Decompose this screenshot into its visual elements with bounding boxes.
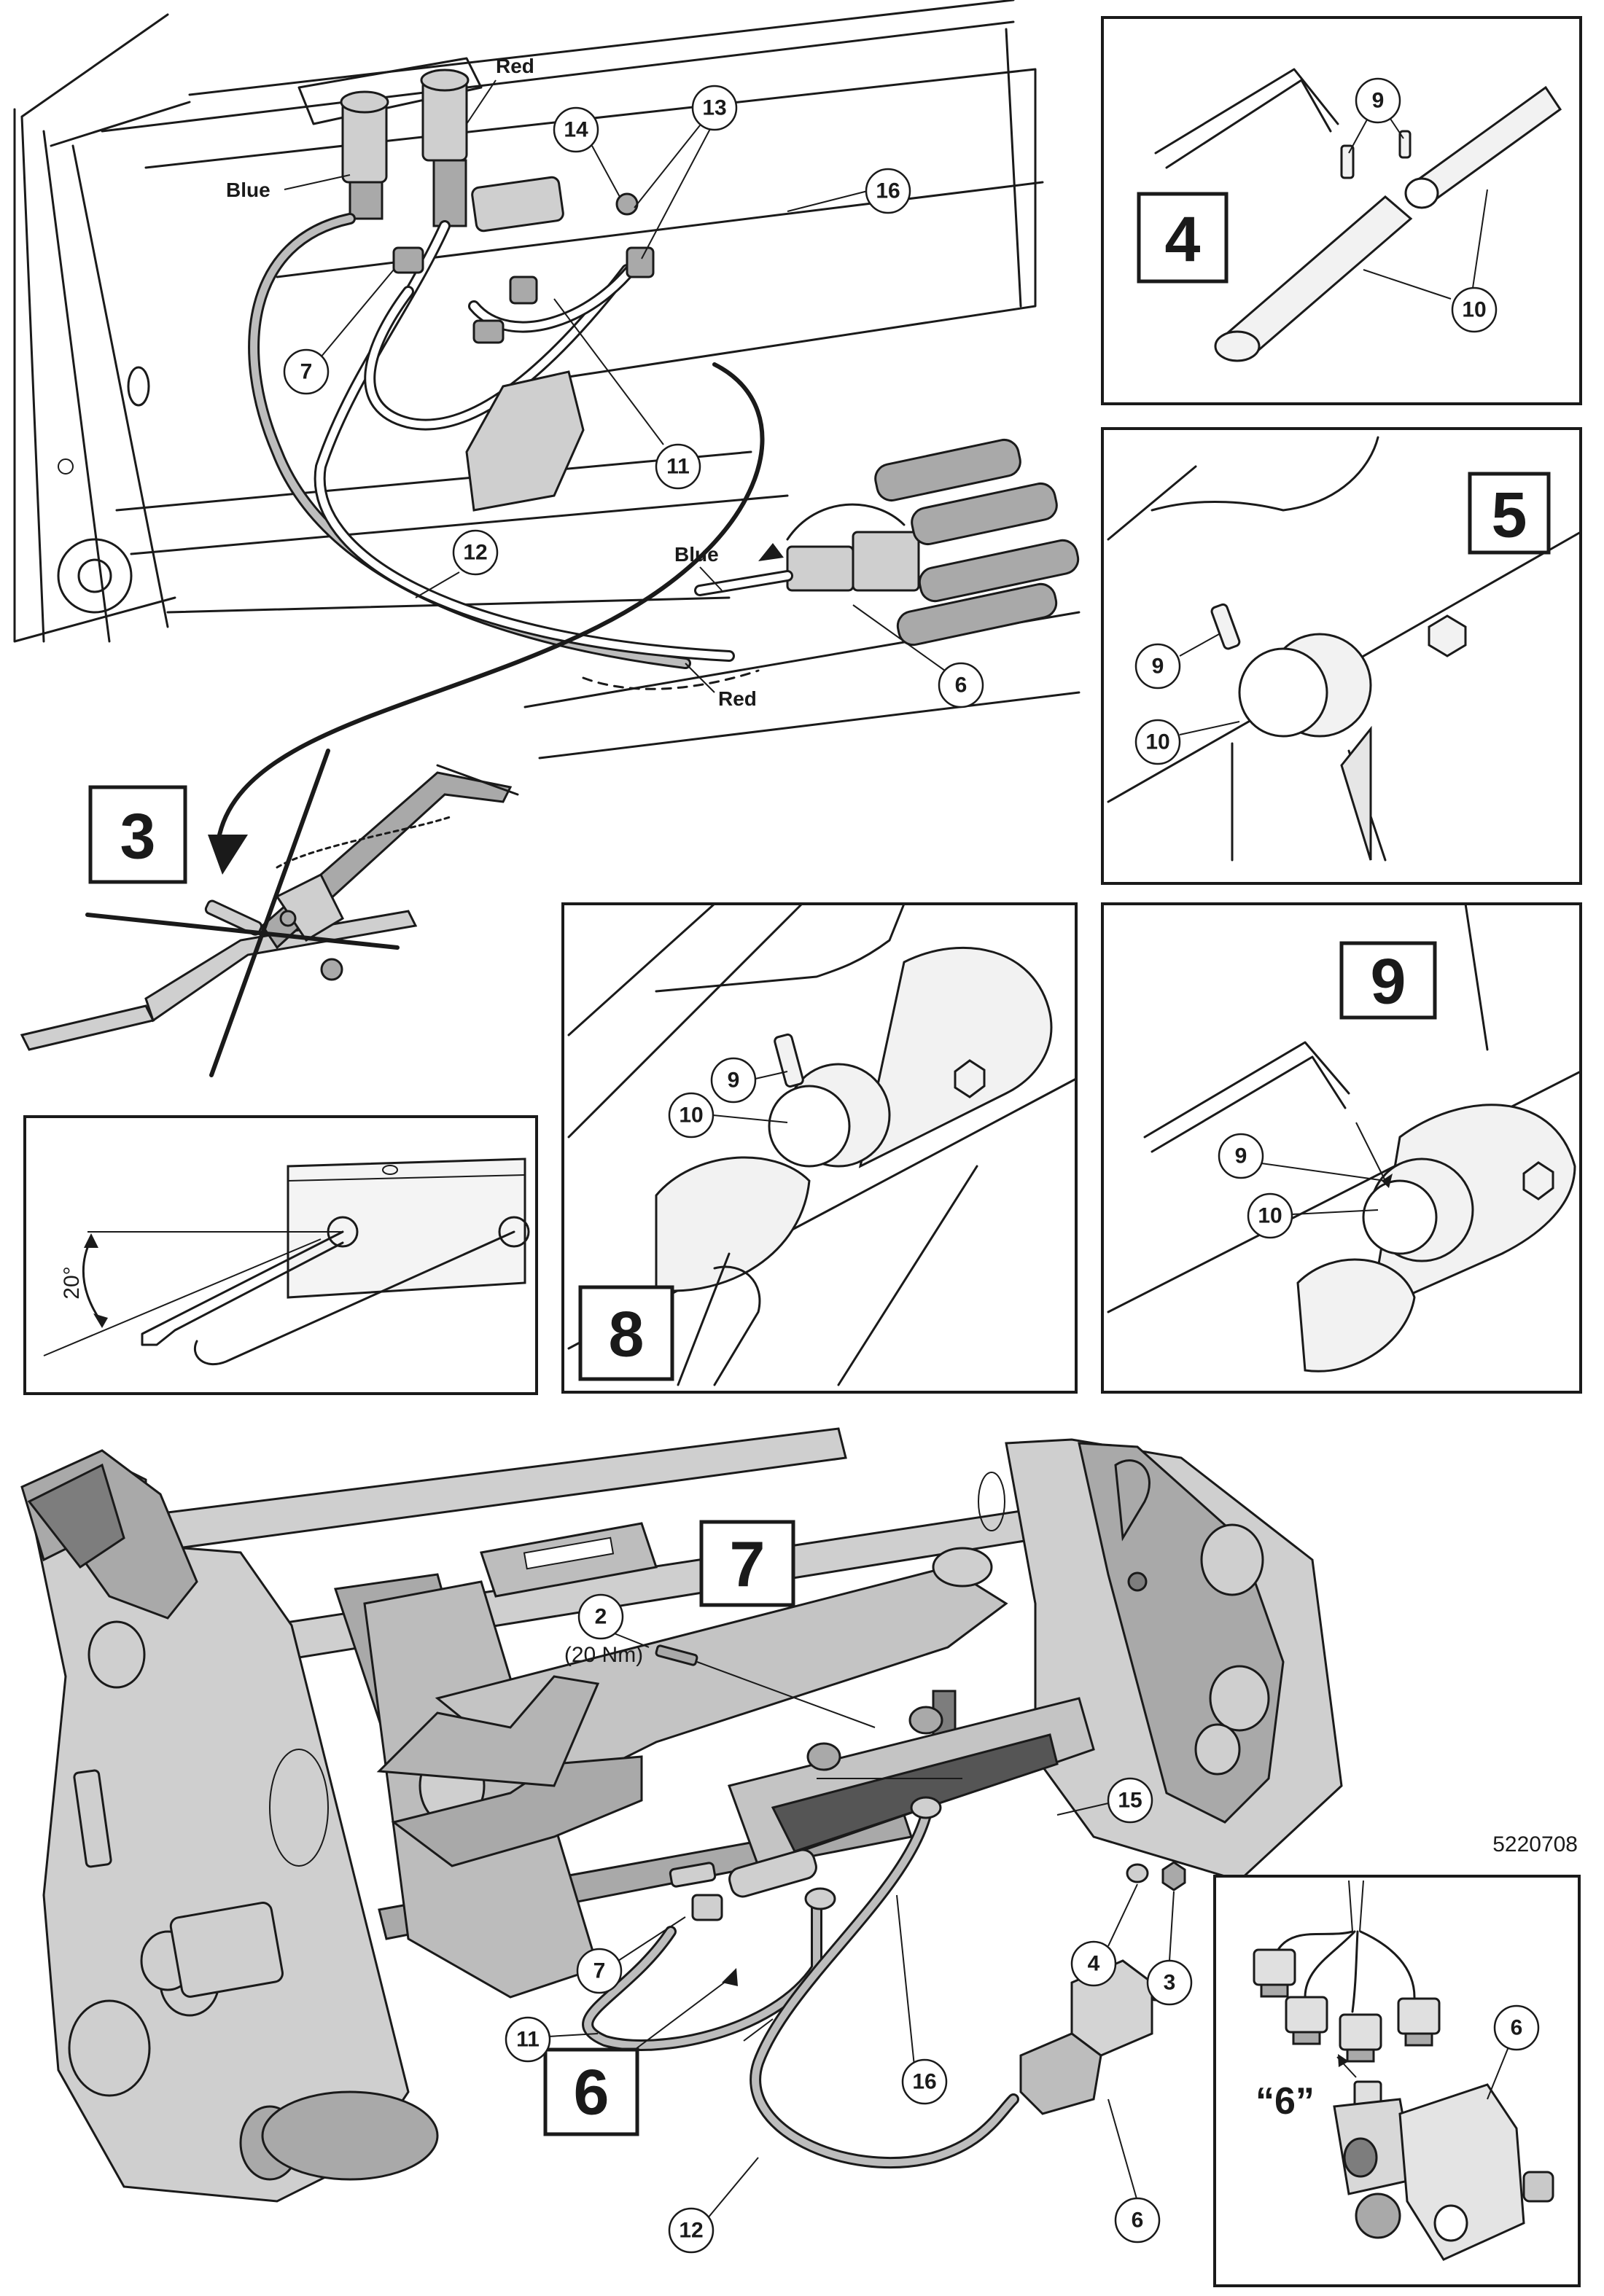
callout-7-bottom: 7 <box>576 1916 686 1994</box>
callout-11-bottom: 11 <box>505 2016 599 2063</box>
svg-text:16: 16 <box>912 2070 936 2094</box>
connector-plug-3 <box>1339 2013 1382 2063</box>
callout-13: 13 <box>634 85 738 259</box>
step-8-box: 8 <box>578 1285 674 1381</box>
callout-8-10: 10 <box>668 1092 788 1139</box>
exploded-frame-assembly <box>20 1427 1343 2203</box>
connector-plug-1 <box>1253 1948 1296 1998</box>
drawing-number: 5220708 <box>1492 1832 1578 1856</box>
svg-text:10: 10 <box>1258 1204 1282 1228</box>
callout-16-top: 16 <box>787 168 911 214</box>
valve-block-top <box>694 438 1080 647</box>
svg-text:6: 6 <box>1511 2016 1523 2040</box>
svg-text:15: 15 <box>1118 1789 1142 1813</box>
svg-text:9: 9 <box>1152 655 1164 679</box>
callout-9-9: 9 <box>1218 1133 1386 1182</box>
quick-coupler-red <box>420 69 470 227</box>
callout-7-top: 7 <box>283 269 394 395</box>
svg-text:6: 6 <box>1132 2209 1144 2233</box>
callout-14: 14 <box>553 106 620 198</box>
svg-text:9: 9 <box>1371 945 1406 1018</box>
callout-12-bottom: 12 <box>668 2157 759 2254</box>
red-hose-label-2: Red <box>718 687 757 710</box>
svg-text:7: 7 <box>300 360 313 384</box>
callout-15: 15 <box>1056 1777 1153 1824</box>
callout-5-10: 10 <box>1134 719 1240 765</box>
step-9-box: 9 <box>1339 941 1437 1020</box>
step-7-box: 7 <box>699 1520 795 1607</box>
torque-spec: (20 Nm) <box>564 1643 643 1667</box>
callout-9-10: 10 <box>1247 1192 1379 1239</box>
svg-text:7: 7 <box>593 1959 606 1983</box>
step-5-panel: 9 10 <box>1101 427 1582 885</box>
svg-text:6: 6 <box>955 673 968 698</box>
svg-text:3: 3 <box>120 800 156 872</box>
callout-6-inset: 6 <box>1487 2004 1540 2100</box>
callout-6-top: 6 <box>852 604 984 708</box>
connector-plug-4 <box>1397 1997 1441 2047</box>
callout-4-bottom: 4 <box>1070 1883 1138 1987</box>
blue-hose-label-2: Blue <box>674 543 719 566</box>
svg-text:5: 5 <box>1492 479 1527 551</box>
svg-text:11: 11 <box>666 455 690 479</box>
svg-text:14: 14 <box>564 118 588 142</box>
callout-4-10: 10 <box>1363 189 1498 333</box>
svg-text:4: 4 <box>1088 1952 1100 1976</box>
red-hose-label: Red <box>496 55 534 77</box>
svg-text:2: 2 <box>595 1605 607 1629</box>
callout-2: 2 <box>577 1593 650 1648</box>
svg-text:11: 11 <box>516 2028 540 2052</box>
callout-6-bottom: 6 <box>1107 2098 1161 2244</box>
svg-text:3: 3 <box>1164 1971 1176 1995</box>
step-4-box: 4 <box>1137 192 1229 284</box>
svg-text:10: 10 <box>1462 298 1486 322</box>
callout-11-top: 11 <box>553 298 701 490</box>
svg-text:12: 12 <box>679 2219 703 2243</box>
callout-8-9: 9 <box>710 1057 788 1104</box>
connector-plug-2 <box>1285 1996 1328 2045</box>
angle-label: 20° <box>60 1266 84 1299</box>
quick-coupler-blue <box>340 90 389 220</box>
svg-text:9: 9 <box>728 1069 740 1093</box>
svg-text:8: 8 <box>609 1298 645 1370</box>
svg-text:10: 10 <box>679 1104 703 1128</box>
step-3-box: 3 <box>88 785 187 884</box>
svg-text:13: 13 <box>702 96 726 120</box>
hydraulic-connection-view: Red Blue Blue Red 14 13 16 7 11 <box>13 0 1081 875</box>
svg-text:4: 4 <box>1165 203 1201 276</box>
svg-text:7: 7 <box>730 1528 766 1601</box>
svg-text:10: 10 <box>1145 730 1169 754</box>
callout-16-bottom: 16 <box>896 1894 948 2105</box>
blue-hose-label: Blue <box>226 179 270 201</box>
step-3-removed-lever <box>20 749 519 1077</box>
callout-3-bottom: 3 <box>1146 1891 1193 2006</box>
step-5-box: 5 <box>1468 472 1551 555</box>
connector-marker-label: “6” <box>1255 2080 1315 2123</box>
svg-text:6: 6 <box>574 2056 610 2128</box>
step-6-box: 6 <box>543 2047 639 2136</box>
svg-text:16: 16 <box>876 179 900 203</box>
svg-text:9: 9 <box>1235 1144 1247 1168</box>
angle-detail-panel: 20° <box>23 1115 538 1395</box>
connector-inset: “6” 6 <box>1213 1875 1581 2287</box>
callout-4-9: 9 <box>1348 77 1404 154</box>
callout-5-9: 9 <box>1134 633 1220 690</box>
svg-text:12: 12 <box>463 541 487 565</box>
callout-12-top: 12 <box>415 529 499 598</box>
svg-text:9: 9 <box>1372 89 1385 113</box>
